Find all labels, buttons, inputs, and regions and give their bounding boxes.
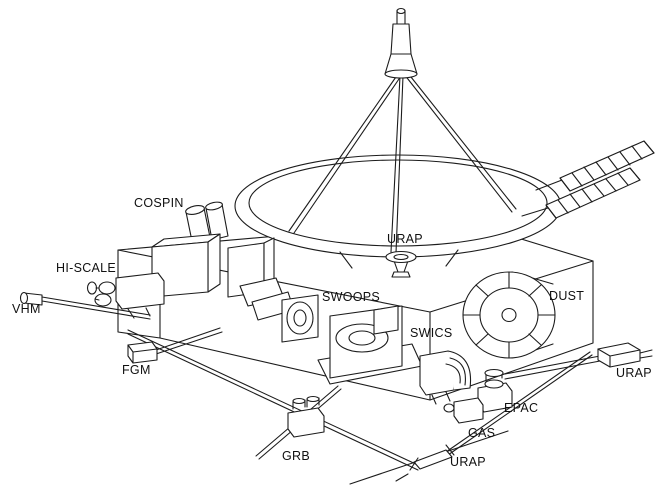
label-swics: SWICS <box>410 326 453 340</box>
label-urap-bottom: URAP <box>450 455 486 469</box>
urap-antenna-bottom <box>395 444 455 482</box>
dust-detector <box>462 271 556 359</box>
label-fgm: FGM <box>122 363 151 377</box>
label-dust: DUST <box>549 289 585 303</box>
fgm-magnetometer <box>127 341 158 364</box>
label-hi-scale: HI-SCALE <box>56 261 117 275</box>
cospin-instrument <box>151 201 295 321</box>
label-epac: EPAC <box>504 401 539 415</box>
urap-antenna-center <box>385 250 417 278</box>
label-urap-right: URAP <box>616 366 652 380</box>
vhm-magnetometer <box>19 291 43 306</box>
label-swoops: SWOOPS <box>322 290 381 304</box>
urap-antenna-right <box>597 342 653 368</box>
gas-instrument <box>443 397 484 424</box>
stowed-booms <box>521 140 655 219</box>
swics-instrument <box>419 350 472 405</box>
label-vhm: VHM <box>12 302 41 316</box>
tripod-struts <box>288 71 517 254</box>
antenna-feed <box>384 7 418 79</box>
label-gas: GAS <box>468 426 496 440</box>
swoops-instrument <box>281 294 423 385</box>
grb-instrument <box>287 395 325 438</box>
label-cospin: COSPIN <box>134 196 184 210</box>
magnetometer-boom <box>41 296 223 355</box>
label-urap-center: URAP <box>387 232 423 246</box>
epac-instrument <box>477 368 513 413</box>
hi-scale-instrument <box>86 272 165 319</box>
label-grb: GRB <box>282 449 310 463</box>
